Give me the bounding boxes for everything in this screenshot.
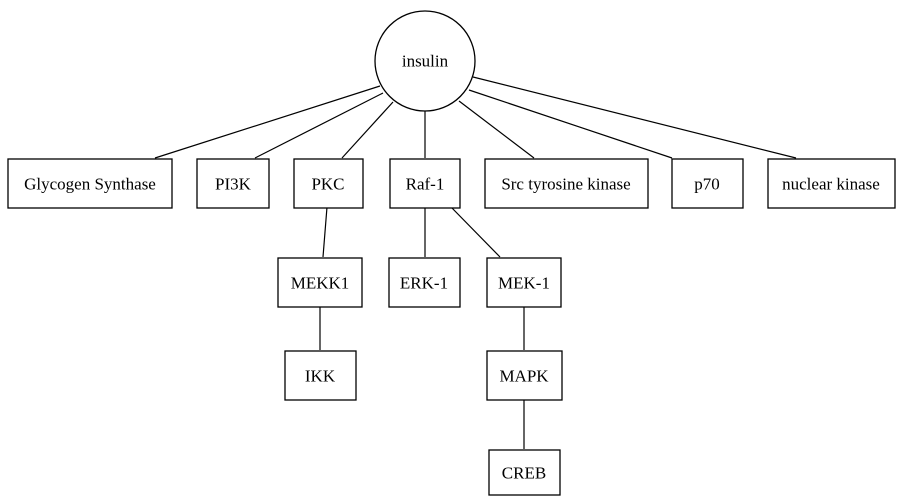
node-raf1: Raf-1 (389, 158, 461, 209)
node-erk1: ERK-1 (388, 257, 461, 308)
node-creb-label: CREB (502, 464, 546, 483)
node-ikk-shape (284, 350, 357, 401)
edge-pkc-mekk1 (322, 206, 328, 258)
node-pi3k-label: PI3K (215, 175, 252, 194)
edge-raf1-mek1 (450, 206, 501, 258)
node-glycogen-synthase-shape (7, 158, 173, 209)
node-mapk-shape (486, 350, 563, 401)
node-creb: CREB (488, 449, 561, 496)
node-nuclear-kinase-shape (767, 158, 896, 209)
node-src-tyrosine-kinase-shape (484, 158, 649, 209)
node-glycogen-synthase-label: Glycogen Synthase (24, 175, 156, 194)
edge-insulin-pkc (341, 101, 394, 159)
node-mapk-label: MAPK (499, 367, 549, 386)
node-src-tyrosine-kinase: Src tyrosine kinase (484, 158, 649, 209)
node-ikk: IKK (284, 350, 357, 401)
node-erk1-label: ERK-1 (400, 274, 448, 293)
node-src-tyrosine-kinase-label: Src tyrosine kinase (501, 175, 630, 194)
node-pi3k: PI3K (196, 158, 270, 209)
node-pkc: PKC (293, 158, 364, 209)
node-nuclear-kinase: nuclear kinase (767, 158, 896, 209)
node-ikk-label: IKK (305, 367, 336, 386)
node-mapk: MAPK (486, 350, 563, 401)
node-mek1-shape (486, 257, 562, 308)
node-pi3k-shape (196, 158, 270, 209)
edge-insulin-src (458, 100, 535, 159)
edges (154, 76, 797, 449)
node-pkc-label: PKC (311, 175, 344, 194)
node-mekk1-label: MEKK1 (291, 274, 350, 293)
node-mek1-label: MEK-1 (498, 274, 550, 293)
edge-insulin-pi3k (254, 92, 384, 159)
node-creb-shape (488, 449, 561, 496)
node-mekk1: MEKK1 (277, 257, 363, 308)
node-mek1: MEK-1 (486, 257, 562, 308)
edge-insulin-p70 (468, 89, 673, 159)
node-raf1-shape (389, 158, 461, 209)
node-nuclear-kinase-label: nuclear kinase (782, 175, 880, 194)
node-insulin-shape (374, 10, 476, 112)
edge-insulin-glycogen-synthase (154, 85, 381, 159)
node-p70-shape (671, 158, 744, 209)
node-pkc-shape (293, 158, 364, 209)
node-mekk1-shape (277, 257, 363, 308)
edge-insulin-nuclear-kinase (472, 76, 797, 159)
node-insulin-label: insulin (402, 52, 449, 71)
node-insulin: insulin (374, 10, 476, 112)
node-raf1-label: Raf-1 (406, 175, 445, 194)
node-p70: p70 (671, 158, 744, 209)
node-erk1-shape (388, 257, 461, 308)
node-p70-label: p70 (694, 175, 720, 194)
node-glycogen-synthase: Glycogen Synthase (7, 158, 173, 209)
